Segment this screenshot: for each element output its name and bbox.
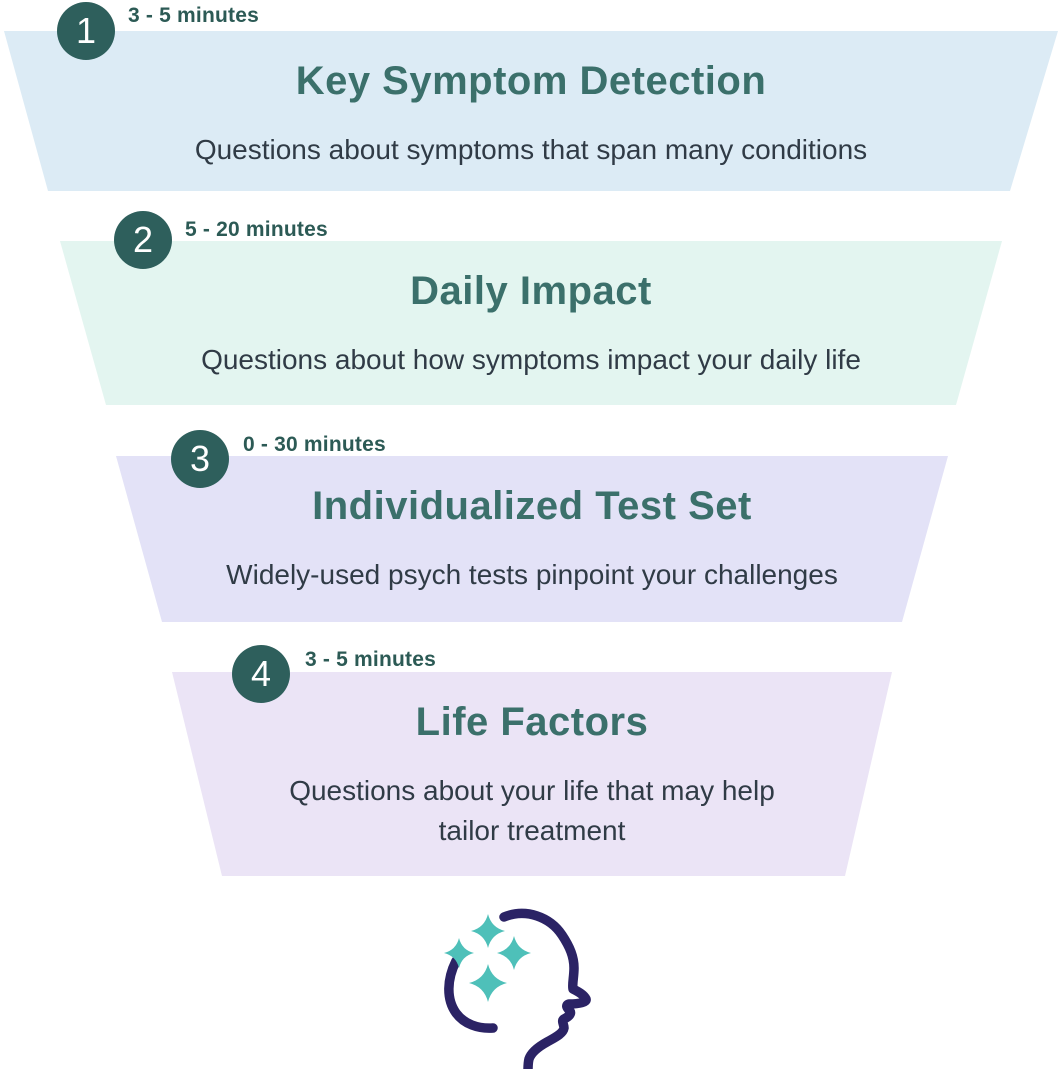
head-profile-outline: [499, 908, 591, 1069]
stage-4-number: 4: [250, 653, 272, 694]
stage-2-number-badge: 2: [114, 211, 172, 269]
stage-4-number-badge: 4: [232, 645, 290, 703]
head-back-arc: [444, 956, 498, 1033]
stage-1-time-label: 3 - 5 minutes: [128, 4, 259, 27]
stage-2-band: Daily Impact Questions about how symptom…: [60, 241, 1002, 405]
stage-1-description: Questions about symptoms that span many …: [194, 134, 868, 165]
stage-2-title: Daily Impact: [410, 269, 652, 313]
stage-2-time-label: 5 - 20 minutes: [185, 218, 328, 241]
stage-2-number: 2: [132, 219, 154, 260]
sparkle-top-icon: [471, 914, 505, 948]
stage-4-time-label: 3 - 5 minutes: [305, 648, 436, 671]
stage-1-number: 1: [75, 10, 97, 51]
stage-3-number: 3: [189, 438, 211, 479]
stage-4-band: Life Factors Questions about your life t…: [172, 672, 892, 876]
stage-3-title: Individualized Test Set: [312, 484, 752, 528]
stage-1-number-badge: 1: [57, 2, 115, 60]
stage-1-title: Key Symptom Detection: [295, 59, 767, 103]
stage-3-band: Individualized Test Set Widely-used psyc…: [116, 456, 948, 622]
stage-2-description: Questions about how symptoms impact your…: [201, 344, 861, 375]
stage-1-band: Key Symptom Detection Questions about sy…: [4, 31, 1058, 191]
stage-3-description: Widely-used psych tests pinpoint your ch…: [226, 559, 838, 590]
stage-4-description: Questions about your life that may help …: [289, 775, 775, 846]
sparkle-right-icon: [497, 936, 531, 970]
stage-3-time-label: 0 - 30 minutes: [243, 433, 386, 456]
stage-4-title: Life Factors: [415, 700, 649, 744]
sparkle-left-icon: [444, 938, 474, 968]
sparkle-bottom-icon: [469, 964, 507, 1002]
stage-3-number-badge: 3: [171, 430, 229, 488]
head-with-sparkles-icon: [444, 908, 591, 1069]
